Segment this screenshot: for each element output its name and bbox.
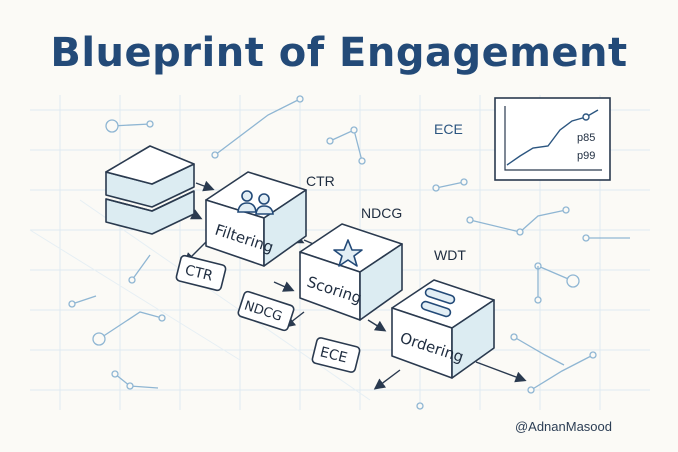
- tag-ndcg: NDCG: [237, 290, 295, 332]
- author-credit: @AdnanMasood: [514, 419, 612, 434]
- mini-chart-label-p85: p85: [577, 132, 595, 144]
- floating-label-ctr: CTR: [306, 173, 335, 189]
- mini-chart-panel: p85 p99: [494, 97, 611, 181]
- filtering-cube: [205, 171, 307, 267]
- tag-ece: ECE: [311, 337, 361, 373]
- floating-label-wdt: WDT: [434, 247, 466, 263]
- ordering-cube: [391, 279, 495, 379]
- tag-ctr: CTR: [175, 254, 227, 292]
- data-source-block: [105, 145, 195, 235]
- node-network: [68, 95, 630, 410]
- floating-label-ndcg: NDCG: [361, 205, 402, 221]
- star-icon: [333, 239, 363, 267]
- tag-ctr-label: CTR: [183, 262, 214, 284]
- scoring-cube: [299, 223, 403, 321]
- users-icon: [237, 190, 274, 215]
- page-title: Blueprint of Engagement: [50, 30, 628, 76]
- tag-ece-label: ECE: [318, 344, 349, 366]
- list-icon: [420, 287, 456, 318]
- mini-chart-label-p99: p99: [577, 150, 595, 162]
- floating-label-ece: ECE: [434, 121, 463, 137]
